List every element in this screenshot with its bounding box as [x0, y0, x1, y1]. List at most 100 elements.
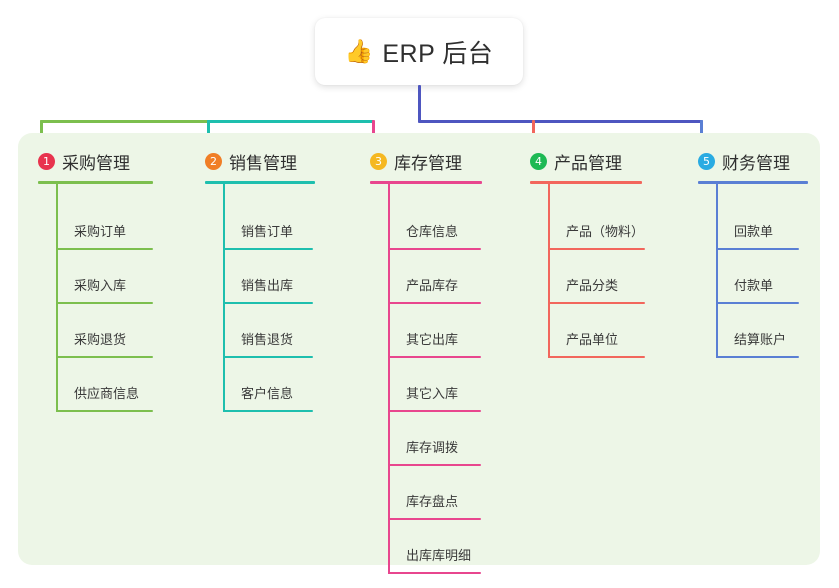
page-title: ERP 后台	[382, 39, 494, 68]
leaf-rule	[388, 572, 481, 574]
leaf-node[interactable]: 回款单	[716, 196, 799, 250]
leaf-label: 库存盘点	[406, 494, 459, 509]
branch-header-rule	[698, 181, 808, 184]
bus-segment-3	[419, 120, 703, 123]
leaf-rule	[223, 356, 313, 358]
branch-header-rule	[205, 181, 315, 184]
leaf-node[interactable]: 其它入库	[388, 358, 481, 412]
branch-header-rule	[530, 181, 642, 184]
leaf-rule	[56, 302, 153, 304]
bus-segment-2	[207, 120, 374, 123]
branch-spine	[716, 181, 718, 358]
leaf-rule	[388, 464, 481, 466]
leaf-node[interactable]: 产品库存	[388, 250, 481, 304]
branch-title: 采购管理	[62, 153, 130, 173]
leaf-label: 付款单	[734, 278, 774, 293]
leaf-node[interactable]: 出库库明细	[388, 520, 481, 574]
leaf-node[interactable]: 客户信息	[223, 358, 313, 412]
branch-number-badge: 3	[370, 152, 387, 170]
leaf-label: 产品单位	[566, 332, 619, 347]
leaf-label: 采购退货	[74, 332, 127, 347]
leaf-label: 销售订单	[241, 224, 294, 239]
branch-spine	[56, 181, 58, 412]
branch-title: 财务管理	[722, 153, 790, 173]
leaf-label: 销售出库	[241, 278, 294, 293]
branch-column-财务管理: 5 财务管理回款单付款单结算账户	[676, 148, 808, 358]
leaf-node[interactable]: 采购订单	[56, 196, 153, 250]
leaf-label: 其它入库	[406, 386, 459, 401]
branch-title: 产品管理	[554, 153, 622, 173]
branch-number-badge: 5	[698, 152, 715, 170]
leaf-rule	[223, 302, 313, 304]
branch-spine	[223, 181, 225, 412]
branch-header-rule	[38, 181, 153, 184]
bus-segment-1	[40, 120, 209, 123]
leaf-rule	[548, 356, 645, 358]
branch-column-产品管理: 4 产品管理产品（物料） 产品分类产品单位	[508, 148, 645, 358]
leaf-rule	[548, 248, 645, 250]
branch-title: 库存管理	[394, 153, 462, 173]
branch-header-rule	[370, 181, 482, 184]
mindmap-panel	[18, 133, 820, 565]
leaf-rule	[56, 410, 153, 412]
leaf-node[interactable]: 销售出库	[223, 250, 313, 304]
leaf-rule	[388, 302, 481, 304]
branch-header-财务管理[interactable]: 5 财务管理	[676, 148, 790, 174]
leaf-rule	[716, 302, 799, 304]
leaf-rule	[56, 248, 153, 250]
leaf-node[interactable]: 结算账户	[716, 304, 799, 358]
root-node-card[interactable]: 👍 ERP 后台	[315, 18, 523, 85]
branch-column-采购管理: 1 采购管理采购订单采购入库采购退货供应商信息	[16, 148, 153, 412]
branch-spine	[388, 181, 390, 574]
leaf-rule	[388, 356, 481, 358]
leaf-node[interactable]: 销售订单	[223, 196, 313, 250]
branch-number-badge: 4	[530, 152, 547, 170]
branch-header-采购管理[interactable]: 1 采购管理	[16, 148, 130, 174]
leaf-node[interactable]: 产品单位	[548, 304, 645, 358]
leaf-rule	[716, 356, 799, 358]
branch-column-销售管理: 2 销售管理销售订单销售出库销售退货客户信息	[183, 148, 315, 412]
branch-title: 销售管理	[229, 153, 297, 173]
branch-spine	[548, 181, 550, 358]
leaf-label: 采购订单	[74, 224, 127, 239]
branch-header-产品管理[interactable]: 4 产品管理	[508, 148, 622, 174]
thumbs-up-icon: 👍	[344, 38, 374, 64]
leaf-rule	[548, 302, 645, 304]
leaf-rule	[388, 518, 481, 520]
branch-header-销售管理[interactable]: 2 销售管理	[183, 148, 297, 174]
leaf-label: 产品库存	[406, 278, 459, 293]
leaf-label: 其它出库	[406, 332, 459, 347]
leaf-label: 回款单	[734, 224, 774, 239]
leaf-node[interactable]: 采购入库	[56, 250, 153, 304]
leaf-label: 采购入库	[74, 278, 127, 293]
leaf-node[interactable]: 库存调拨	[388, 412, 481, 466]
branch-number-badge: 1	[38, 152, 55, 170]
branch-header-库存管理[interactable]: 3 库存管理	[348, 148, 462, 174]
leaf-node[interactable]: 供应商信息	[56, 358, 153, 412]
leaf-node[interactable]: 产品分类	[548, 250, 645, 304]
leaf-label: 供应商信息	[74, 386, 140, 401]
leaf-label: 客户信息	[241, 386, 294, 401]
leaf-rule	[388, 410, 481, 412]
leaf-rule	[223, 410, 313, 412]
leaf-node[interactable]: 其它出库	[388, 304, 481, 358]
leaf-node[interactable]: 产品（物料）	[548, 196, 645, 250]
branch-column-库存管理: 3 库存管理仓库信息产品库存其它出库其它入库库存调拨库存盘点出库库明细	[348, 148, 482, 574]
leaf-node[interactable]: 库存盘点	[388, 466, 481, 520]
leaf-rule	[56, 356, 153, 358]
leaf-node[interactable]: 仓库信息	[388, 196, 481, 250]
root-stem-connector	[418, 85, 421, 123]
leaf-rule	[388, 248, 481, 250]
leaf-label: 库存调拨	[406, 440, 459, 455]
leaf-label: 出库库明细	[406, 548, 472, 563]
leaf-label: 仓库信息	[406, 224, 459, 239]
leaf-node[interactable]: 付款单	[716, 250, 799, 304]
leaf-rule	[716, 248, 799, 250]
branch-number-badge: 2	[205, 152, 222, 170]
leaf-label: 结算账户	[734, 332, 787, 347]
leaf-rule	[223, 248, 313, 250]
leaf-node[interactable]: 采购退货	[56, 304, 153, 358]
leaf-label: 销售退货	[241, 332, 294, 347]
leaf-label: 产品分类	[566, 278, 619, 293]
leaf-node[interactable]: 销售退货	[223, 304, 313, 358]
